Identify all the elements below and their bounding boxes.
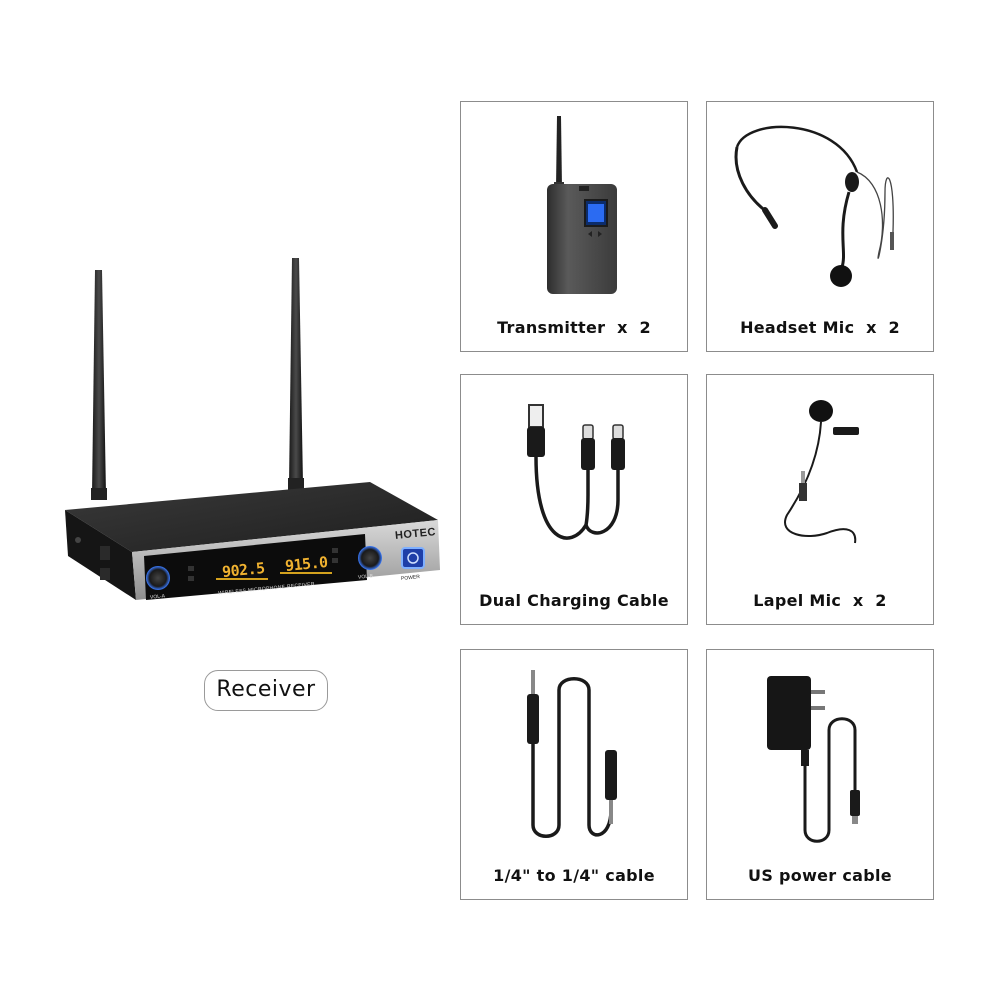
- quarter-inch-cable-icon: [527, 670, 617, 838]
- usb-y-cable-icon: [527, 404, 625, 540]
- antenna-right: [288, 258, 304, 490]
- antenna-left: [91, 270, 107, 500]
- receiver-label: Receiver: [204, 670, 328, 711]
- item-label: Transmitter x 2: [497, 318, 651, 337]
- receiver-illustration: [65, 258, 440, 600]
- item-label: Lapel Mic x 2: [753, 591, 887, 610]
- item-card-transmitter: Transmitter x 2: [460, 101, 688, 352]
- item-label: 1/4" to 1/4" cable: [493, 866, 655, 885]
- item-card-headset-mic: Headset Mic x 2: [706, 101, 934, 352]
- item-label: Dual Charging Cable: [479, 591, 669, 610]
- receiver-product: 902.5 915.0 HOTEC WIRELESS MICROPHONE RE…: [40, 250, 460, 620]
- power-button-icon: [401, 547, 425, 569]
- bodypack-transmitter-icon: [547, 116, 617, 294]
- item-card-lapel-mic: Lapel Mic x 2: [706, 374, 934, 625]
- power-adapter-icon: [767, 676, 860, 843]
- lapel-mic-icon: [784, 400, 859, 544]
- item-label: US power cable: [748, 866, 892, 885]
- vol-b-knob-icon: [358, 546, 382, 570]
- item-card-us-power-cable: US power cable: [706, 649, 934, 900]
- item-card-dual-charging-cable: Dual Charging Cable: [460, 374, 688, 625]
- headset-mic-icon: [734, 125, 894, 287]
- vol-a-knob-icon: [146, 566, 170, 590]
- item-label: Headset Mic x 2: [740, 318, 900, 337]
- item-card-quarter-inch-cable: 1/4" to 1/4" cable: [460, 649, 688, 900]
